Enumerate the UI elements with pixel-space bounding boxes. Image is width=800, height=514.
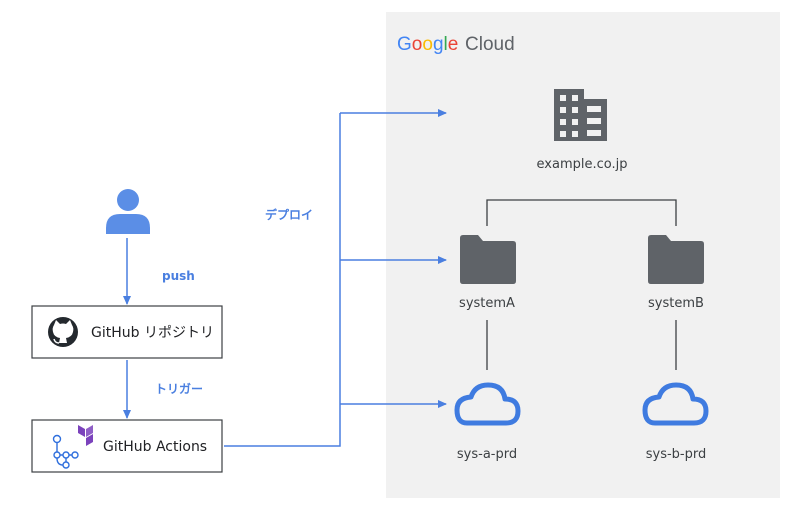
project-b-label: sys-b-prd: [646, 447, 707, 462]
folder-icon: [648, 235, 704, 284]
github-actions-box: GitHub Actions: [31, 419, 223, 473]
folder-b-label: systemB: [648, 296, 704, 311]
trigger-label: トリガー: [155, 381, 203, 396]
deploy-label: デプロイ: [265, 207, 313, 222]
terraform-icon: [78, 425, 93, 446]
folder-a-label: systemA: [459, 296, 515, 311]
google-cloud-logo: Google Cloud: [397, 34, 515, 55]
building-icon: [554, 89, 607, 141]
folder-icon: [460, 235, 516, 284]
google-wordmark: Google: [397, 34, 458, 55]
user-icon: [106, 189, 150, 234]
cloud-icon: [454, 382, 521, 426]
github-repo-box: GitHub リポジトリ: [31, 305, 223, 359]
cloud-icon: [642, 382, 709, 426]
github-icon: [48, 317, 78, 347]
push-label: push: [162, 269, 195, 283]
flow-arrows: [123, 109, 447, 447]
github-actions-label: GitHub Actions: [103, 439, 207, 455]
deploy-trunk: [224, 113, 341, 447]
hierarchy-lines: [486, 199, 677, 370]
google-cloud-panel: [386, 12, 780, 498]
project-a-label: sys-a-prd: [457, 447, 517, 462]
organization-label: example.co.jp: [537, 157, 628, 172]
github-repo-label: GitHub リポジトリ: [91, 325, 214, 341]
cloud-wordmark: Cloud: [465, 34, 515, 55]
github-actions-icon: [52, 434, 79, 469]
